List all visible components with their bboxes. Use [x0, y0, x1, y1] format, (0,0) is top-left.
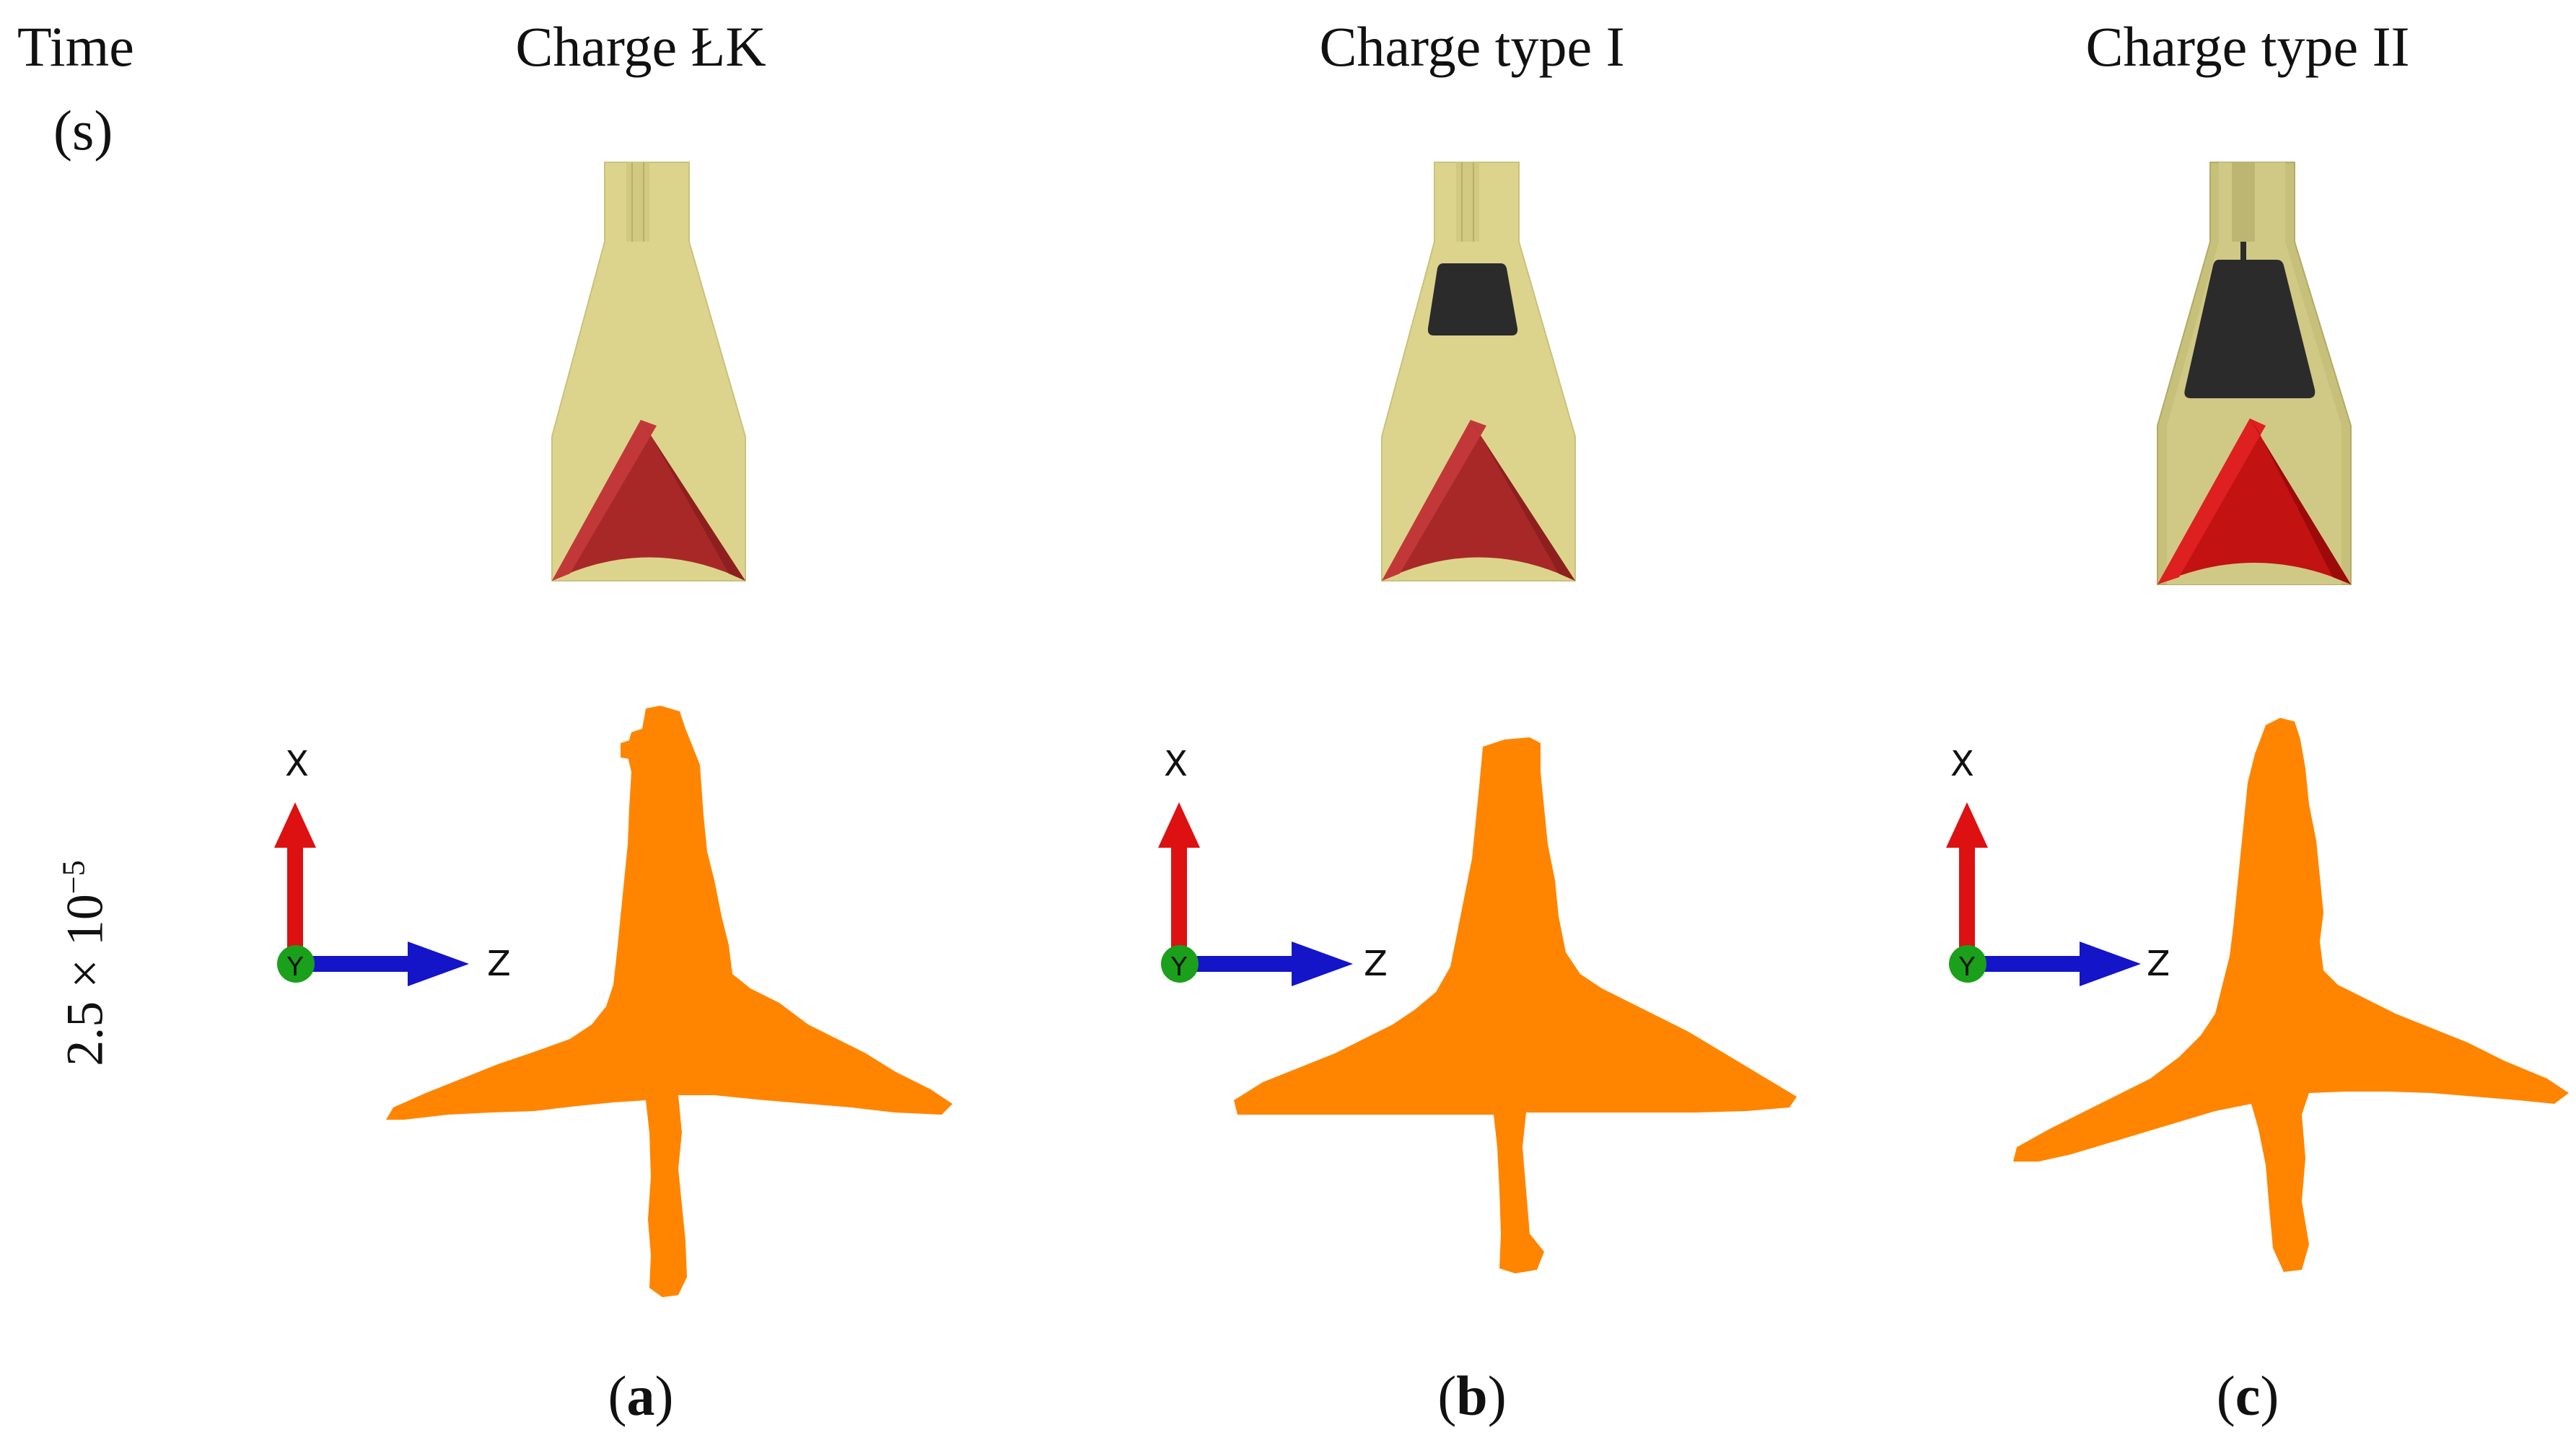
liner-cone [552, 420, 745, 581]
charge-type2-model [2157, 162, 2352, 585]
jet-shape-lk [386, 706, 952, 1297]
liner-cone [1382, 420, 1575, 581]
casing [1381, 162, 1576, 582]
axis-x-label: X [1164, 744, 1188, 784]
jet-shape-type2 [2013, 718, 2569, 1272]
y-axis-dot [1161, 945, 1199, 983]
axis-triad-b: X Y Z [1158, 744, 1388, 986]
panel-label-b: (b) [1437, 1364, 1507, 1427]
x-axis-arrow [287, 830, 303, 963]
panel-label-a: (a) [608, 1364, 674, 1427]
axis-triad-a: X Y Z [274, 744, 511, 986]
z-axis-arrow [296, 956, 411, 972]
axis-y-label: Y [1958, 952, 1976, 982]
axis-triad-c: X Y Z [1946, 744, 2168, 986]
column-title-lk: Charge ŁK [515, 15, 766, 78]
y-axis-dot [277, 945, 315, 983]
charge-type1-model [1381, 162, 1576, 582]
charge-lk-model [551, 162, 746, 582]
column-title-type2: Charge type II [2085, 15, 2410, 78]
axis-y-label: Y [286, 952, 304, 982]
liner-cone [2157, 418, 2351, 584]
time-header: Time [17, 15, 134, 78]
column-title-type1: Charge type I [1319, 15, 1625, 78]
axis-z-label: Z [487, 944, 511, 984]
z-axis-arrow [1968, 956, 2083, 972]
axis-x-label: X [1950, 744, 1974, 784]
axis-x-label: X [285, 744, 309, 784]
insert-block [2184, 260, 2316, 398]
insert-block [1427, 263, 1518, 335]
time-unit-header: (s) [53, 99, 113, 162]
z-axis-arrow [1180, 956, 1295, 972]
panel-label-c: (c) [2216, 1364, 2279, 1427]
axis-y-label: Y [1170, 952, 1188, 982]
y-axis-dot [1949, 945, 1986, 983]
casing [551, 162, 746, 582]
axis-z-label: Z [1364, 944, 1388, 984]
x-axis-arrow [1959, 830, 1975, 963]
time-value-label: 2.5 × 10−5 [56, 860, 114, 1066]
jet-shape-type1 [1234, 737, 1797, 1273]
x-axis-arrow [1171, 830, 1187, 963]
axis-z-label: Z [2147, 944, 2168, 984]
